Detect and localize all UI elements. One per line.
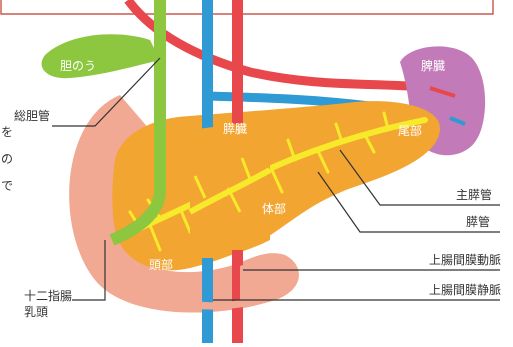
spleen-label: 脾臓 [421, 58, 445, 73]
main-pancreatic-duct-label: 主膵管 [456, 187, 492, 202]
pancreas-label: 膵臓 [223, 122, 247, 136]
edge-text-2: の [1, 152, 13, 166]
common-bile-duct-label: 総胆管 [14, 108, 50, 123]
body-label: 体部 [262, 201, 286, 216]
gallbladder-label: 胆のう [60, 59, 96, 73]
tail-label: 尾部 [398, 123, 422, 138]
smv-label: 上腸間膜静脈 [429, 283, 501, 297]
head-label: 頭部 [149, 257, 173, 272]
pancreatic-duct-label: 膵管 [466, 214, 490, 229]
smv-lower [202, 258, 213, 343]
edge-text-3: で [1, 179, 13, 193]
papilla-label-line1: 十二指腸 [24, 288, 72, 303]
papilla-label-line2: 乳頭 [24, 305, 48, 319]
splenic-artery [128, 0, 435, 88]
sma-label: 上腸間膜動脈 [429, 253, 501, 267]
edge-text-1: を [1, 125, 13, 139]
frame-border [1, 0, 493, 14]
